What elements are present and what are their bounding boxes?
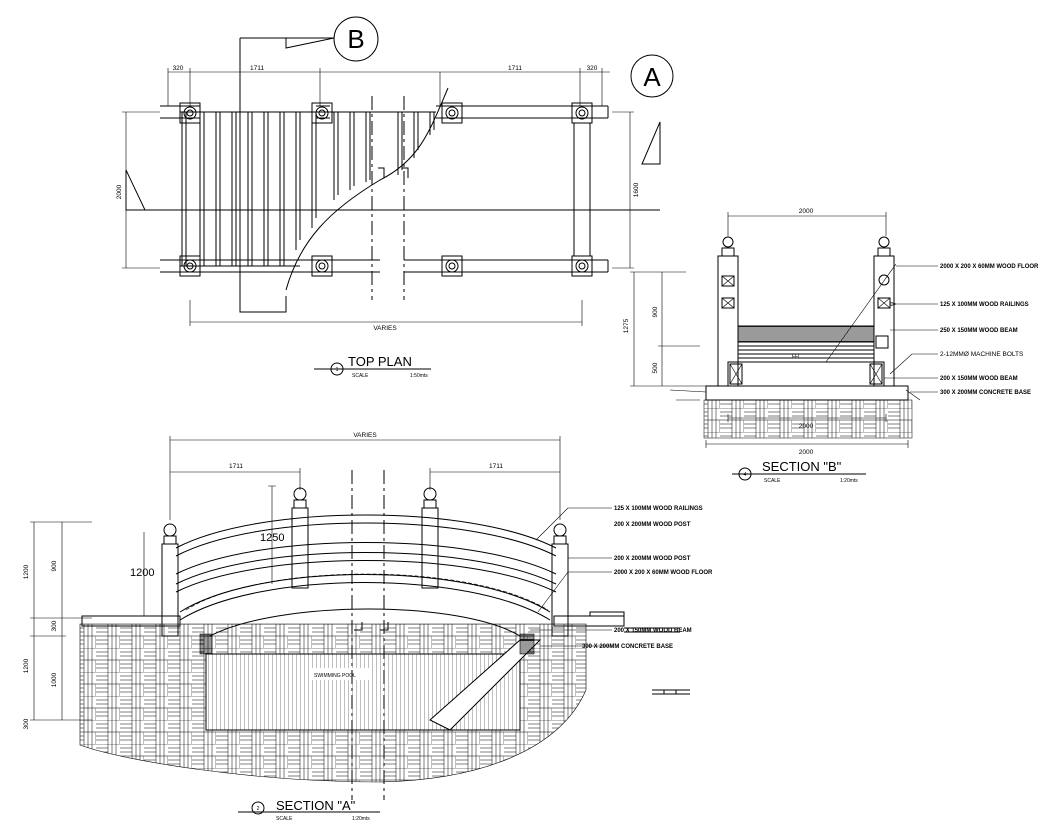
top-plan-title: 1 TOP PLAN SCALE 1:50mts (314, 354, 431, 379)
dim-1600-right: 1600 (633, 182, 640, 197)
section-a-num: 2 (257, 806, 260, 812)
sb-note-beam2: 200 X 150MM WOOD BEAM (940, 376, 1018, 382)
dim-1711-right: 1711 (508, 65, 522, 72)
sa-note-post1: 200 X 200MM WOOD POST (614, 522, 691, 528)
section-a-title-text: SECTION "A" (276, 798, 356, 813)
sb-ffl: FFL (792, 354, 801, 360)
sb-dim-top: 2000 (799, 208, 814, 215)
top-plan-num: 1 (336, 367, 339, 373)
sa-dim-l3: 300 (51, 620, 58, 631)
sb-note-floor: 2000 X 200 X 60MM WOOD FLOOR (940, 264, 1039, 270)
dim-varies-bottom: VARIES (373, 325, 397, 332)
dim-320-right: 320 (587, 65, 598, 72)
sb-dim-v1: 1275 (623, 318, 630, 333)
sa-dim-1711-right: 1711 (489, 463, 503, 470)
section-b-title-text: SECTION "B" (762, 459, 842, 474)
sa-dim-l4: 1200 (23, 658, 30, 673)
section-a-title: 2 SECTION "A" SCALE 1:20mts (238, 798, 380, 822)
sa-note-base: 300 X 200MM CONCRETE BASE (582, 644, 673, 650)
sb-dim-b1: 2000 (799, 423, 814, 430)
sa-note-beam: 200 X 150MM WOOD BEAM (614, 628, 692, 634)
sa-dim-1250: 1250 (260, 532, 284, 544)
section-a-scale-value: 1:20mts (352, 816, 370, 822)
marker-b-label: B (347, 24, 364, 54)
top-plan-title-text: TOP PLAN (348, 354, 412, 369)
sb-note-bolts: 2-12MMØ MACHINE BOLTS (940, 351, 1024, 358)
sa-dim-l1: 1200 (23, 564, 30, 579)
sa-note-floor: 2000 X 200 X 60MM WOOD FLOOR (614, 570, 713, 576)
sa-dim-1711-left: 1711 (229, 463, 243, 470)
top-plan-drawing: 320 1711 1711 320 2000 1600 VARIES (116, 65, 640, 332)
sb-note-railings: 125 X 100MM WOOD RAILINGS (940, 302, 1029, 308)
section-a-scale-label: SCALE (276, 816, 293, 822)
sb-dim-b2: 2000 (799, 449, 814, 456)
dim-1711-left: 1711 (250, 65, 264, 72)
sb-dim-v2: 900 (652, 306, 659, 317)
section-marker-a: A (125, 54, 674, 211)
top-plan-scale-value: 1:50mts (410, 373, 428, 379)
sa-note-post2: 200 X 200MM WOOD POST (614, 556, 691, 562)
sa-note-railings: 125 X 100MM WOOD RAILINGS (614, 506, 703, 512)
section-b-drawing: 2000 1275 900 500 FFL 2000 2000 (623, 208, 1039, 456)
sa-dim-1200: 1200 (130, 567, 154, 579)
dim-2000-left: 2000 (116, 184, 123, 199)
section-b-scale-value: 1:20mts (840, 478, 858, 484)
section-b-num: 4 (744, 472, 747, 478)
sa-pool: SWIMMING POOL (314, 673, 356, 679)
marker-a-label: A (643, 62, 661, 92)
top-plan-scale-label: SCALE (352, 373, 369, 379)
section-marker-b: B (239, 16, 379, 313)
sa-dim-l6: 300 (23, 718, 30, 729)
section-b-scale-label: SCALE (764, 478, 781, 484)
section-a-drawing: VARIES 1711 1711 1250 1200 1200 900 300 … (23, 432, 713, 800)
sb-note-beam: 250 X 150MM WOOD BEAM (940, 328, 1018, 334)
sa-dim-l2: 900 (51, 560, 58, 571)
sb-dim-v3: 500 (652, 362, 659, 373)
sa-dim-l5: 1000 (51, 672, 58, 687)
dim-320-left: 320 (173, 65, 184, 72)
section-b-title: 4 SECTION "B" SCALE 1:20mts (732, 459, 866, 484)
sb-note-base: 300 X 200MM CONCRETE BASE (940, 390, 1031, 396)
sa-dim-varies: VARIES (353, 432, 377, 439)
